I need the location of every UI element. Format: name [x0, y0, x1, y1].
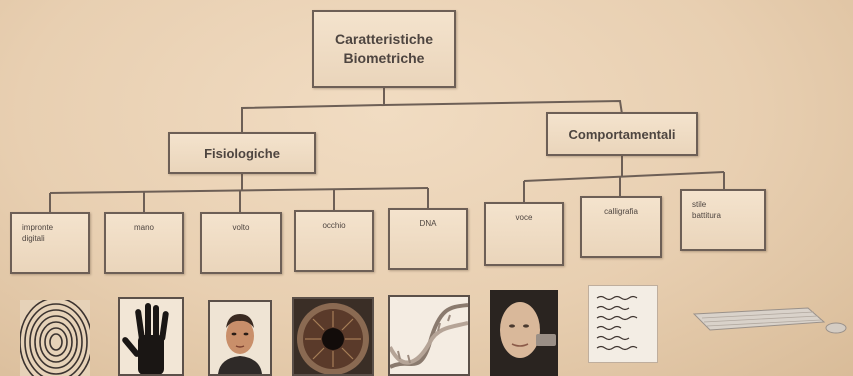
leaf-mano: mano	[104, 212, 184, 274]
iris-icon	[292, 297, 374, 376]
category-comportamentali: Comportamentali	[546, 112, 698, 156]
voice-face-icon	[490, 290, 558, 376]
leaf-stile-battitura: stile battitura	[680, 189, 766, 251]
keyboard-icon	[690, 300, 850, 340]
fingerprint-icon	[20, 300, 90, 376]
leaf-voce: voce	[484, 202, 564, 266]
category-fisiologiche: Fisiologiche	[168, 132, 316, 174]
leaf-occhio: occhio	[294, 210, 374, 272]
hand-icon	[118, 297, 184, 376]
leaf-dna: DNA	[388, 208, 468, 270]
leaf-calligrafia: calligrafia	[580, 196, 662, 258]
dna-icon	[388, 295, 470, 376]
face-icon	[208, 300, 272, 376]
root-node: Caratteristiche Biometriche	[312, 10, 456, 88]
handwriting-icon	[588, 285, 658, 363]
leaf-impronte-digitali: impronte digitali	[10, 212, 90, 274]
leaf-volto: volto	[200, 212, 282, 274]
